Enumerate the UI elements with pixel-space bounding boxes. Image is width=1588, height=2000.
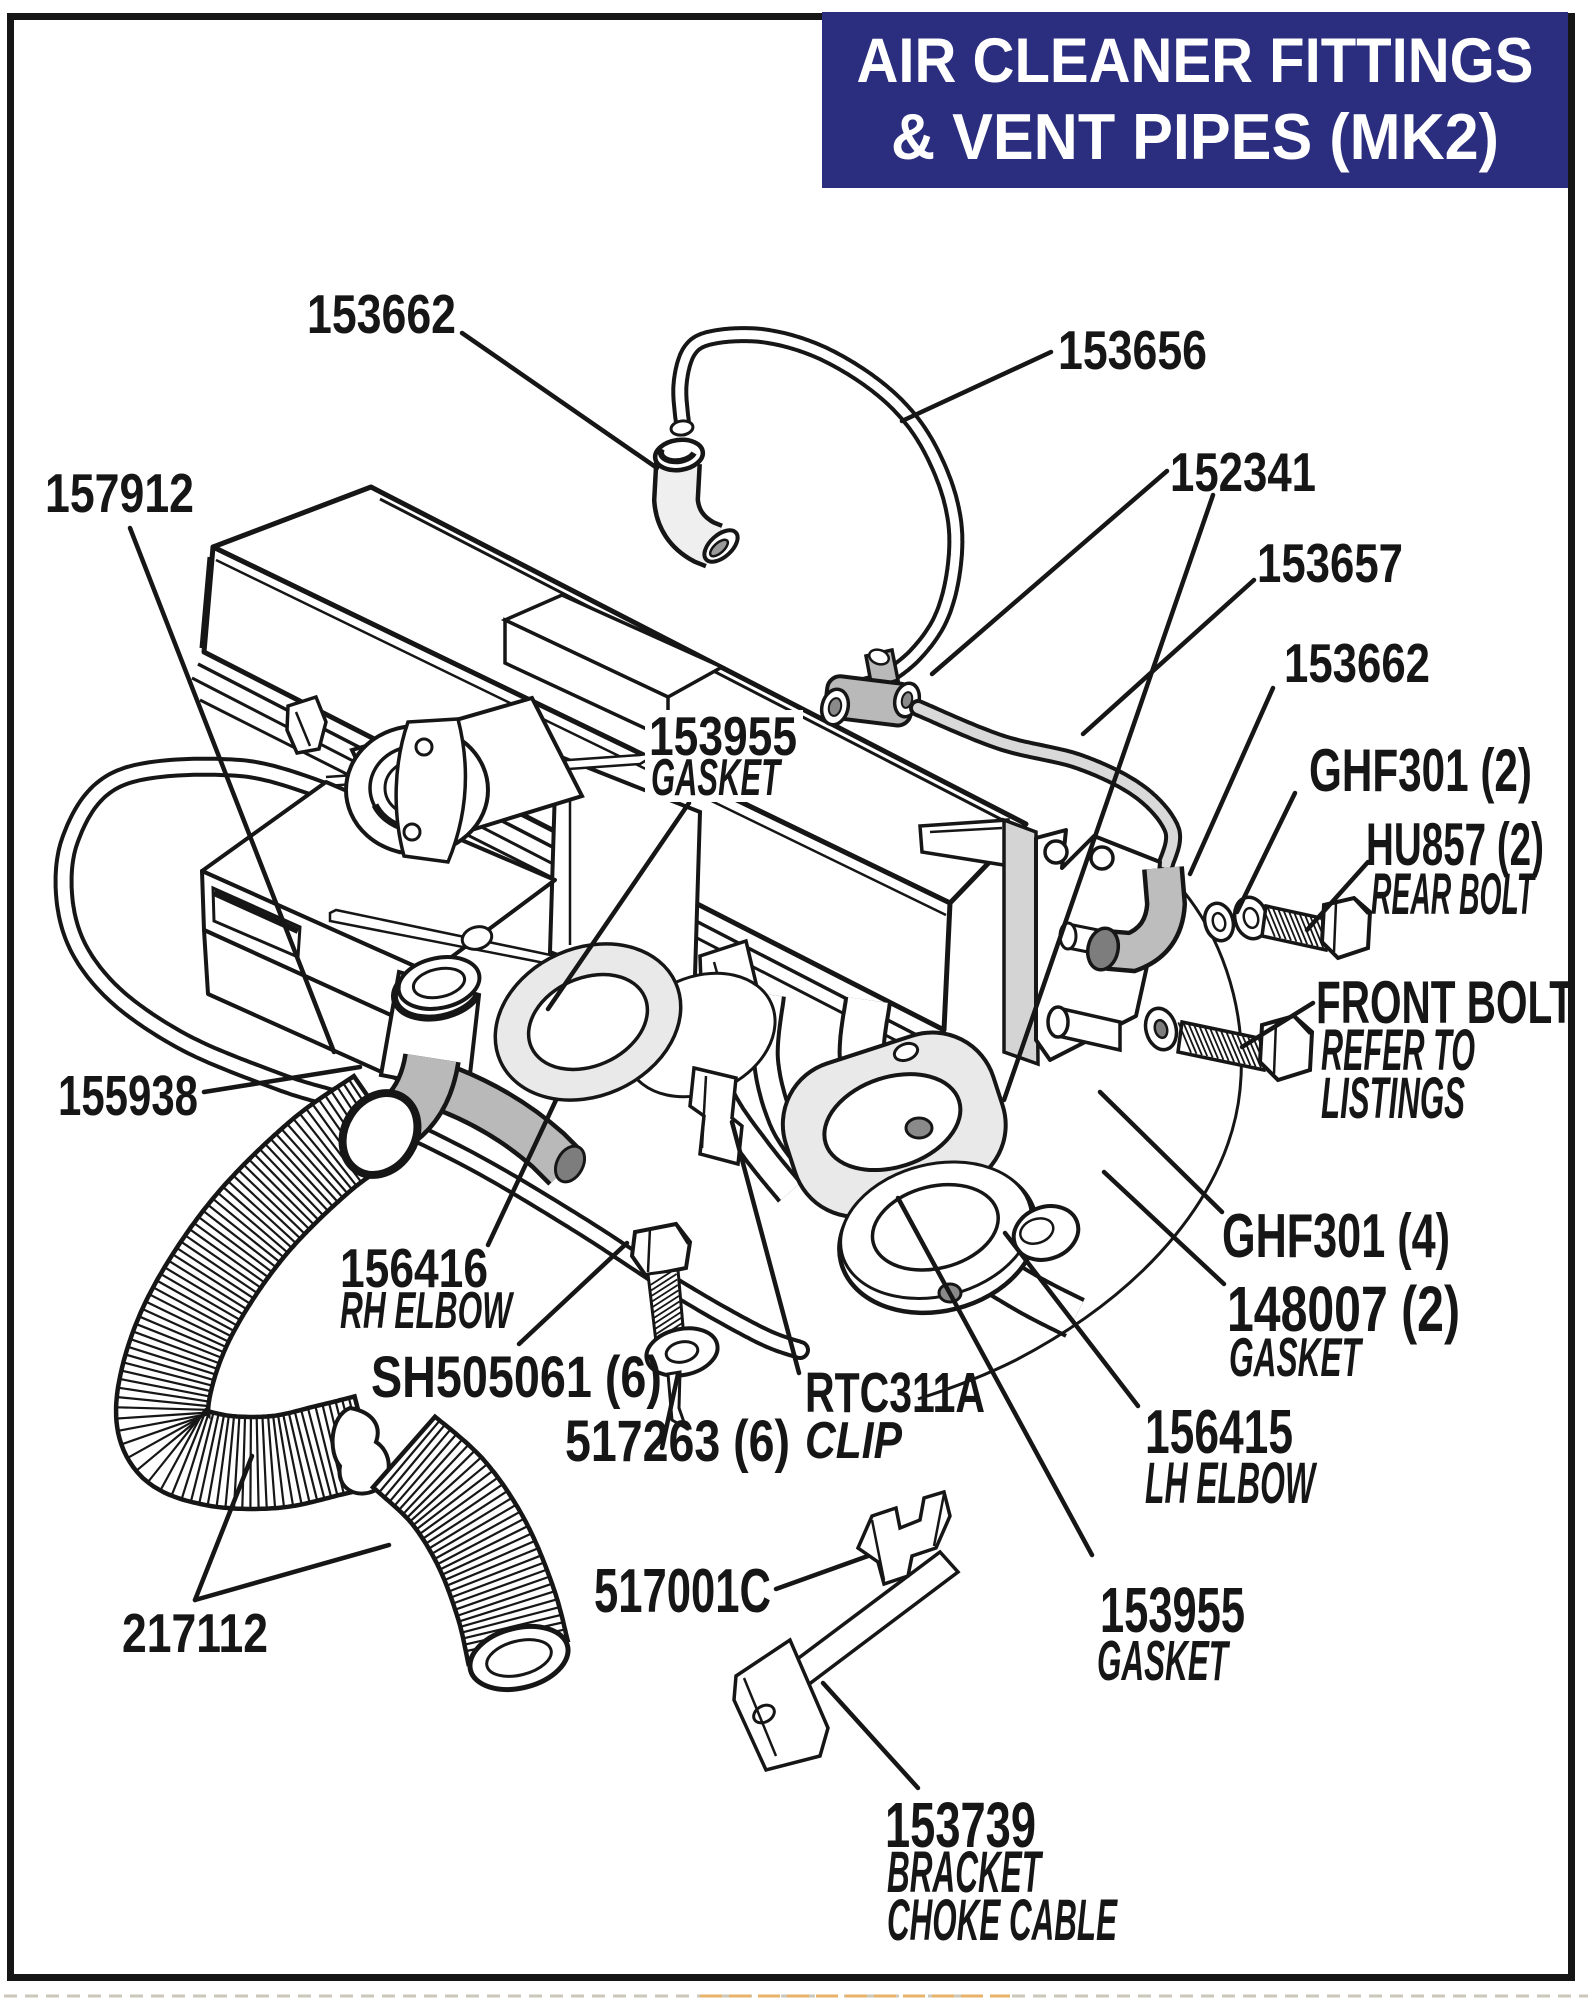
svg-text:155938: 155938 — [58, 1064, 198, 1128]
svg-text:& VENT PIPES (MK2): & VENT PIPES (MK2) — [891, 100, 1499, 173]
svg-text:153662: 153662 — [307, 283, 456, 345]
svg-text:217112: 217112 — [122, 1602, 268, 1664]
svg-text:GHF301 (2): GHF301 (2) — [1309, 737, 1532, 804]
svg-text:LH ELBOW: LH ELBOW — [1145, 1451, 1317, 1516]
svg-text:156416: 156416 — [340, 1237, 488, 1299]
svg-text:FRONT BOLT: FRONT BOLT — [1316, 969, 1574, 1036]
svg-text:GASKET: GASKET — [1229, 1326, 1364, 1388]
svg-text:153739: 153739 — [885, 1789, 1036, 1861]
svg-text:GHF301 (4): GHF301 (4) — [1222, 1202, 1450, 1271]
svg-text:GASKET: GASKET — [1097, 1629, 1230, 1693]
svg-text:153656: 153656 — [1058, 319, 1207, 381]
svg-text:CHOKE CABLE: CHOKE CABLE — [887, 1888, 1118, 1953]
svg-text:RTC311A: RTC311A — [805, 1361, 985, 1425]
svg-text:153662: 153662 — [1284, 632, 1430, 694]
svg-text:148007 (2): 148007 (2) — [1227, 1273, 1460, 1345]
svg-text:157912: 157912 — [45, 462, 194, 524]
svg-text:517001C: 517001C — [594, 1557, 771, 1626]
svg-text:REFER TO: REFER TO — [1321, 1018, 1475, 1083]
svg-text:RH ELBOW: RH ELBOW — [340, 1282, 514, 1340]
svg-text:156415: 156415 — [1145, 1398, 1293, 1467]
svg-text:GASKET: GASKET — [651, 749, 783, 807]
svg-text:153657: 153657 — [1257, 532, 1403, 594]
svg-text:AIR CLEANER FITTINGS: AIR CLEANER FITTINGS — [857, 26, 1534, 96]
svg-text:153955: 153955 — [1100, 1574, 1245, 1646]
svg-text:BRACKET: BRACKET — [887, 1840, 1043, 1905]
svg-text:CLIP: CLIP — [805, 1412, 902, 1470]
svg-text:HU857 (2): HU857 (2) — [1366, 811, 1544, 878]
svg-text:153955: 153955 — [649, 705, 797, 767]
svg-text:152341: 152341 — [1170, 441, 1316, 503]
svg-text:REAR BOLT: REAR BOLT — [1371, 862, 1536, 927]
svg-text:LISTINGS: LISTINGS — [1321, 1066, 1465, 1131]
svg-text:SH505061 (6): SH505061 (6) — [371, 1345, 662, 1410]
svg-text:517263 (6): 517263 (6) — [565, 1409, 790, 1474]
